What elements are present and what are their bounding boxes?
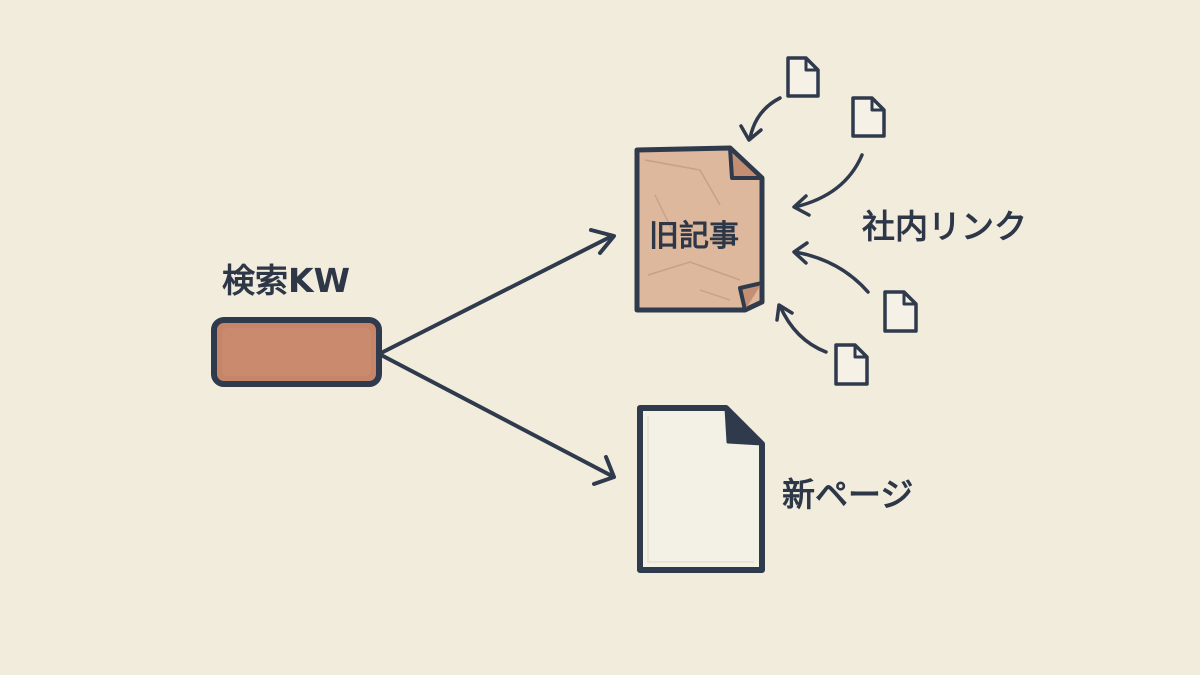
keyword-label: 検索KW <box>222 261 350 300</box>
new-page-label: 新ページ <box>782 475 913 514</box>
keyword-box[interactable] <box>211 317 382 387</box>
link-document-icon-4 <box>834 343 869 386</box>
link-arrow-3 <box>792 241 870 294</box>
internal-links-label: 社内リンク <box>862 207 1027 246</box>
link-document-icon-2 <box>851 96 886 138</box>
link-document-icon-3 <box>883 290 918 333</box>
arrow-to-new-page <box>381 354 616 486</box>
old-article-document[interactable] <box>634 145 765 313</box>
old-article-label: 旧記事 <box>649 219 739 254</box>
new-page-document[interactable] <box>637 405 765 573</box>
link-arrow-1 <box>739 96 782 142</box>
link-document-icon-1 <box>786 56 820 98</box>
link-arrow-2 <box>792 153 864 217</box>
arrow-to-old-article <box>381 228 616 354</box>
link-arrow-4 <box>775 303 828 354</box>
